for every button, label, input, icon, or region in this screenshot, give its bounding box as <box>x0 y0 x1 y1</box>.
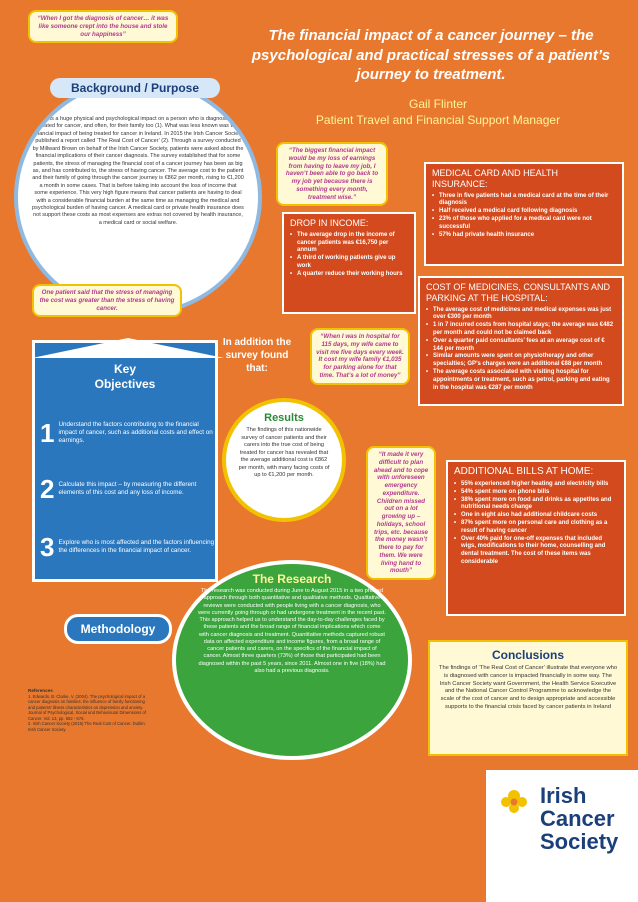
drop-income-item: A quarter reduce their working hours <box>290 271 408 279</box>
cost-medicines-box: COST OF MEDICINES, CONSULTANTS AND PARKI… <box>418 276 624 406</box>
medical-card-heading: MEDICAL CARD AND HEALTH INSURANCE: <box>432 168 559 189</box>
objective-item: 2 Calculate this impact – by measuring t… <box>40 476 216 502</box>
additional-bills-item: 38% spent more on food and drinks as app… <box>454 497 618 513</box>
quote-bubble-1: “When I got the diagnosis of cancer… it … <box>28 10 178 44</box>
research-text: The research was conducted during June t… <box>198 588 386 674</box>
logo-text: Irish Cancer Society <box>540 784 618 853</box>
additional-bills-item: 55% experienced higher heating and elect… <box>454 481 618 489</box>
reference-item: 1. Edwards, B. Clarke, V. (2004). The ps… <box>28 693 147 721</box>
objective-item: 1 Understand the factors contributing to… <box>40 420 216 446</box>
medical-card-item: 57% had private health insurance <box>432 232 616 240</box>
objectives-arrow <box>32 338 224 358</box>
methodology-label: Methodology <box>64 614 172 644</box>
research-panel: The Research The research was conducted … <box>172 560 412 760</box>
author: Gail Flinter Patient Travel and Financia… <box>248 96 628 128</box>
objective-text: Understand the factors contributing to t… <box>58 420 213 445</box>
quote-bubble-5: “It made it very difficult to plan ahead… <box>366 446 436 580</box>
poster-title: The financial impact of a cancer journey… <box>251 27 611 83</box>
drop-income-heading: DROP IN INCOME: <box>290 218 369 228</box>
cost-medicines-item: Over a quarter paid consultants’ fees at… <box>426 338 616 354</box>
results-panel: Results The findings of this nationwide … <box>222 398 346 522</box>
conclusions-text: The findings of ‘The Real Cost of Cancer… <box>438 665 618 711</box>
background-heading: Background / Purpose <box>50 78 220 98</box>
author-role: Patient Travel and Financial Support Man… <box>315 113 561 128</box>
medical-card-item: Half received a medical card following d… <box>432 208 616 216</box>
medical-card-box: MEDICAL CARD AND HEALTH INSURANCE: Three… <box>424 162 624 266</box>
drop-income-box: DROP IN INCOME: The average drop in the … <box>282 212 416 314</box>
author-name: Gail Flinter <box>408 97 467 111</box>
additional-bills-item: One in eight also had additional childca… <box>454 512 618 520</box>
medical-card-item: 23% of those who applied for a medical c… <box>432 216 616 232</box>
objectives-heading: Key Objectives <box>94 362 156 391</box>
logo-line: Irish <box>540 783 587 808</box>
objective-item: 3 Explore who is most affected and the f… <box>40 534 216 560</box>
in-addition-text: In addition the survey found that: <box>222 337 292 374</box>
conclusions-panel: Conclusions The findings of ‘The Real Co… <box>428 640 628 756</box>
additional-bills-item: 87% spent more on personal care and clot… <box>454 520 618 536</box>
additional-bills-heading: ADDITIONAL BILLS AT HOME: <box>454 466 594 477</box>
references-heading: References <box>28 688 53 693</box>
cost-medicines-heading: COST OF MEDICINES, CONSULTANTS AND PARKI… <box>426 282 611 303</box>
objective-text: Calculate this impact – by measuring the… <box>58 480 197 496</box>
research-heading: The Research <box>252 572 332 586</box>
cost-medicines-item: The average cost of medicines and medica… <box>426 307 616 323</box>
daffodil-logo-icon <box>501 790 527 813</box>
objective-number: 1 <box>40 418 55 448</box>
cost-medicines-item: The average costs associated with visiti… <box>426 369 616 392</box>
additional-bills-box: ADDITIONAL BILLS AT HOME: 55% experience… <box>446 460 626 616</box>
objective-text: Explore who is most affected and the fac… <box>58 538 215 554</box>
reference-item: 2. Irish Cancer Society (2015) The Real … <box>28 721 146 732</box>
objectives-panel <box>32 340 218 582</box>
objective-number: 3 <box>40 532 55 562</box>
quote-bubble-4: “When I was in hospital for 115 days, my… <box>310 328 410 385</box>
quote-bubble-2: One patient said that the stress of mana… <box>32 284 182 318</box>
logo-line: Society <box>540 829 619 855</box>
additional-bills-item: 54% spent more on phone bills <box>454 489 618 497</box>
logo-line: Cancer <box>540 806 615 832</box>
references: References 1. Edwards, B. Clarke, V. (20… <box>28 688 150 732</box>
quote-bubble-3: “The biggest financial impact would be m… <box>276 142 388 207</box>
cost-medicines-item: 1 in 7 incurred costs from hospital stay… <box>426 322 616 338</box>
drop-income-item: A third of working patients give up work <box>290 255 408 271</box>
results-text: The findings of this nationwide survey o… <box>238 427 330 479</box>
conclusions-heading: Conclusions <box>491 648 564 662</box>
background-panel: There is a huge physical and psychologic… <box>14 78 262 316</box>
cost-medicines-item: Similar amounts were spent on physiother… <box>426 353 616 369</box>
results-heading: Results <box>264 412 304 424</box>
medical-card-item: Three in five patients had a medical car… <box>432 193 616 209</box>
objective-number: 2 <box>40 474 55 504</box>
additional-bills-item: Over 40% paid for one-off expenses that … <box>454 536 618 567</box>
drop-income-item: The average drop in the income of cancer… <box>290 232 408 255</box>
background-text: There is a huge physical and psychologic… <box>32 116 244 226</box>
